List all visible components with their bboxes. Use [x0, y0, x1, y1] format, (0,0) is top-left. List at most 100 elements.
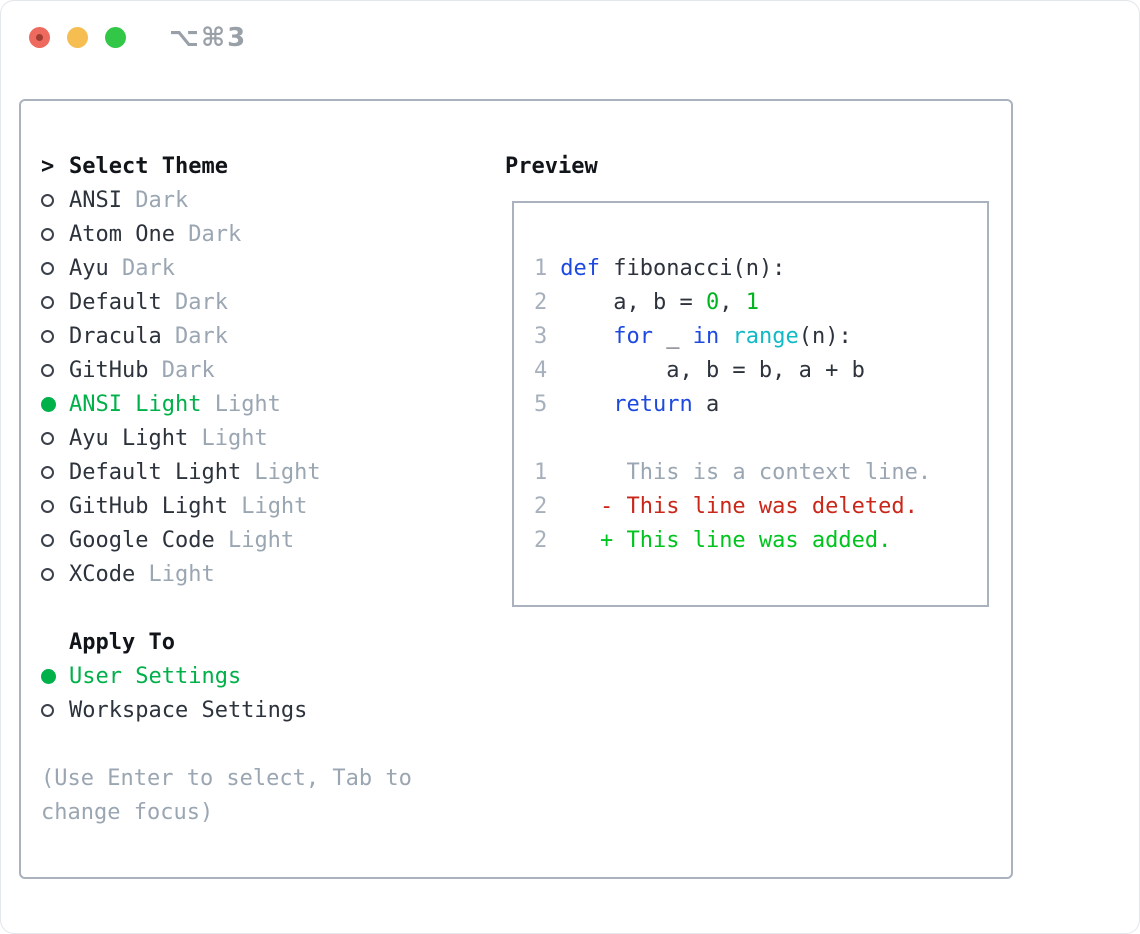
radio-icon: [41, 295, 69, 309]
theme-option-dracula[interactable]: Dracula Dark: [41, 319, 412, 353]
diff-line-ctx: 1 This is a context line.: [534, 455, 987, 489]
code-token: in: [692, 323, 720, 349]
theme-name: Google Code: [69, 527, 215, 553]
code-token: 0: [705, 289, 720, 315]
theme-name: ANSI: [69, 187, 122, 213]
zoom-button[interactable]: [105, 27, 126, 48]
theme-option-default[interactable]: Default Dark: [41, 285, 412, 319]
theme-option-ansi-light[interactable]: ANSI Light Light: [41, 387, 412, 421]
code-token: a, b = b, a + b: [560, 357, 865, 383]
radio-icon: [41, 227, 69, 241]
preview-header: Preview: [505, 153, 598, 179]
apply-to-header: Apply To: [69, 629, 175, 655]
radio-icon: [41, 567, 69, 581]
code-token: def: [560, 255, 600, 281]
line-number: 1: [534, 255, 548, 281]
line-number: 1: [534, 459, 548, 485]
radio-icon: [41, 533, 69, 547]
close-dot-icon: [36, 34, 43, 41]
hint-line-1: (Use Enter to select, Tab to: [41, 765, 412, 791]
code-token: _: [652, 323, 693, 349]
theme-option-ansi[interactable]: ANSI Dark: [41, 183, 412, 217]
apply-option-label: User Settings: [69, 663, 242, 689]
theme-variant: Light: [188, 425, 268, 451]
theme-name: Default Light: [69, 459, 242, 485]
code-line: 2 a, b = 0, 1: [534, 285, 987, 319]
diff-text: + This line was added.: [560, 527, 892, 553]
theme-name: GitHub Light: [69, 493, 228, 519]
theme-name: Ayu: [69, 255, 109, 281]
blank-line: [534, 421, 987, 455]
theme-variant: Light: [227, 493, 308, 519]
theme-name: XCode: [69, 561, 136, 587]
theme-name: Ayu Light: [69, 425, 189, 451]
radio-icon: [41, 261, 69, 275]
theme-variant: Dark: [174, 221, 242, 247]
radio-selected-icon: [41, 396, 69, 412]
diff-line-add: 2 + This line was added.: [534, 523, 987, 557]
code-line: 4 a, b = b, a + b: [534, 353, 987, 387]
theme-variant: Light: [214, 527, 295, 553]
close-button[interactable]: [29, 27, 50, 48]
apply-option-label: Workspace Settings: [69, 697, 308, 723]
diff-text: This is a context line.: [560, 459, 932, 485]
diff-line-del: 2 - This line was deleted.: [534, 489, 987, 523]
theme-variant: Light: [135, 561, 215, 587]
theme-variant: Light: [201, 391, 281, 417]
code-line: 1 def fibonacci(n):: [534, 251, 987, 285]
code-token: return: [613, 391, 693, 417]
apply-option-workspace-settings[interactable]: Workspace Settings: [41, 693, 412, 727]
code-token: a, b =: [560, 289, 706, 315]
hint-text: (Use Enter to select, Tab to change focu…: [41, 761, 412, 829]
theme-option-ayu-light[interactable]: Ayu Light Light: [41, 421, 412, 455]
theme-option-xcode[interactable]: XCode Light: [41, 557, 412, 591]
select-theme-title: Select Theme: [69, 153, 228, 179]
line-number: 5: [534, 391, 548, 417]
radio-icon: [41, 431, 69, 445]
code-token: [560, 324, 613, 349]
code-token: fibonacci(n):: [600, 255, 786, 281]
code-token: [560, 392, 613, 417]
code-token: 1: [745, 289, 759, 315]
theme-option-default-light[interactable]: Default Light Light: [41, 455, 412, 489]
theme-variant: Dark: [121, 187, 189, 213]
theme-option-github-light[interactable]: GitHub Light Light: [41, 489, 412, 523]
theme-option-atom-one[interactable]: Atom One Dark: [41, 217, 412, 251]
radio-selected-icon: [41, 668, 69, 684]
code-token: (n):: [798, 323, 852, 349]
code-line: 5 return a: [534, 387, 987, 421]
theme-name: Default: [69, 289, 162, 315]
code-token: for: [613, 323, 653, 349]
line-number: 4: [534, 357, 548, 383]
code-token: [719, 324, 732, 349]
theme-name: ANSI Light: [69, 391, 202, 417]
line-number: 2: [534, 527, 548, 553]
code-token: ,: [719, 289, 746, 315]
code-line: 3 for _ in range(n):: [534, 319, 987, 353]
traffic-lights: [29, 27, 126, 48]
theme-variant: Dark: [161, 323, 228, 349]
prompt-icon: >: [41, 153, 55, 179]
theme-variant: Dark: [148, 357, 215, 383]
code-token: range: [732, 323, 799, 349]
radio-icon: [41, 193, 69, 207]
line-number: 3: [534, 323, 548, 349]
minimize-button[interactable]: [67, 27, 88, 48]
theme-option-ayu[interactable]: Ayu Dark: [41, 251, 412, 285]
window-title: ⌥⌘3: [169, 23, 248, 53]
radio-icon: [41, 329, 69, 343]
theme-option-github[interactable]: GitHub Dark: [41, 353, 412, 387]
code-token: a: [692, 391, 720, 417]
line-number: 2: [534, 289, 548, 315]
theme-variant: Dark: [161, 289, 228, 315]
theme-option-google-code[interactable]: Google Code Light: [41, 523, 412, 557]
apply-option-user-settings[interactable]: User Settings: [41, 659, 412, 693]
radio-icon: [41, 363, 69, 377]
diff-text: - This line was deleted.: [560, 493, 918, 519]
line-number: 2: [534, 493, 548, 519]
